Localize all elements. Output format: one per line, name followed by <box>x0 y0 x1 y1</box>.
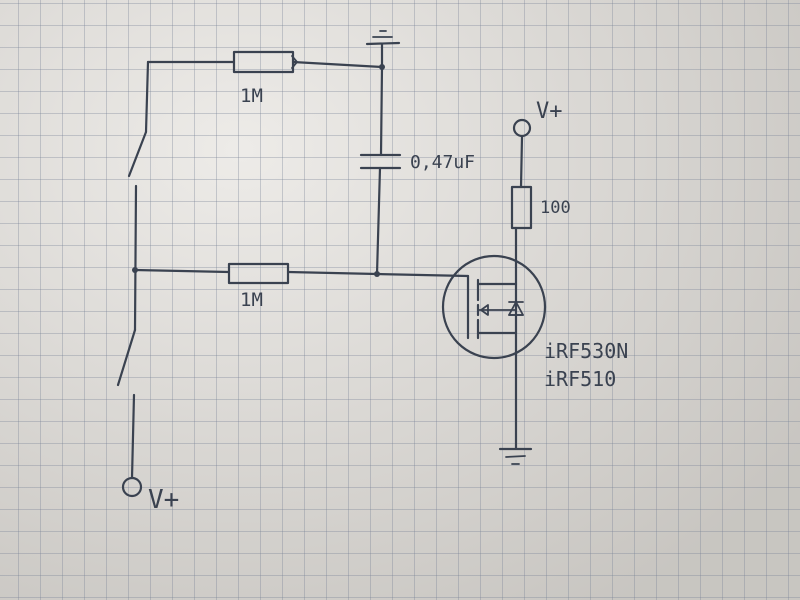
upper-switch <box>127 130 148 178</box>
middle-branch: 1M <box>133 262 470 311</box>
middle-resistor <box>227 262 290 285</box>
body-arrow <box>480 304 489 316</box>
top-supply-terminal <box>512 118 532 138</box>
capacitor-label: 0,47uF <box>410 152 475 173</box>
top-branch: 1M <box>146 50 385 107</box>
middle-resistor-label: 1M <box>240 289 263 311</box>
top-resistor <box>232 50 295 74</box>
capacitor: 0,47uF <box>359 65 475 276</box>
bottom-supply: V+ <box>121 476 179 515</box>
body-diode <box>508 301 524 316</box>
mosfet-part-2: iRF510 <box>544 367 616 391</box>
drain-resistor-label: 100 <box>540 198 571 218</box>
mosfet: iRF530N iRF510 <box>441 254 628 391</box>
lower-switch <box>116 328 137 387</box>
bottom-supply-label: V+ <box>148 485 179 515</box>
top-resistor-label: 1M <box>240 85 263 107</box>
drain-resistor <box>510 185 533 230</box>
top-ground-symbol <box>365 30 401 69</box>
gate-junction <box>374 271 380 277</box>
source-ground <box>498 331 533 465</box>
mosfet-part-1: iRF530N <box>544 339 628 363</box>
top-supply-label: V+ <box>536 99 563 124</box>
bottom-supply-terminal <box>121 476 143 498</box>
drain-branch: V+ 100 <box>510 99 571 286</box>
